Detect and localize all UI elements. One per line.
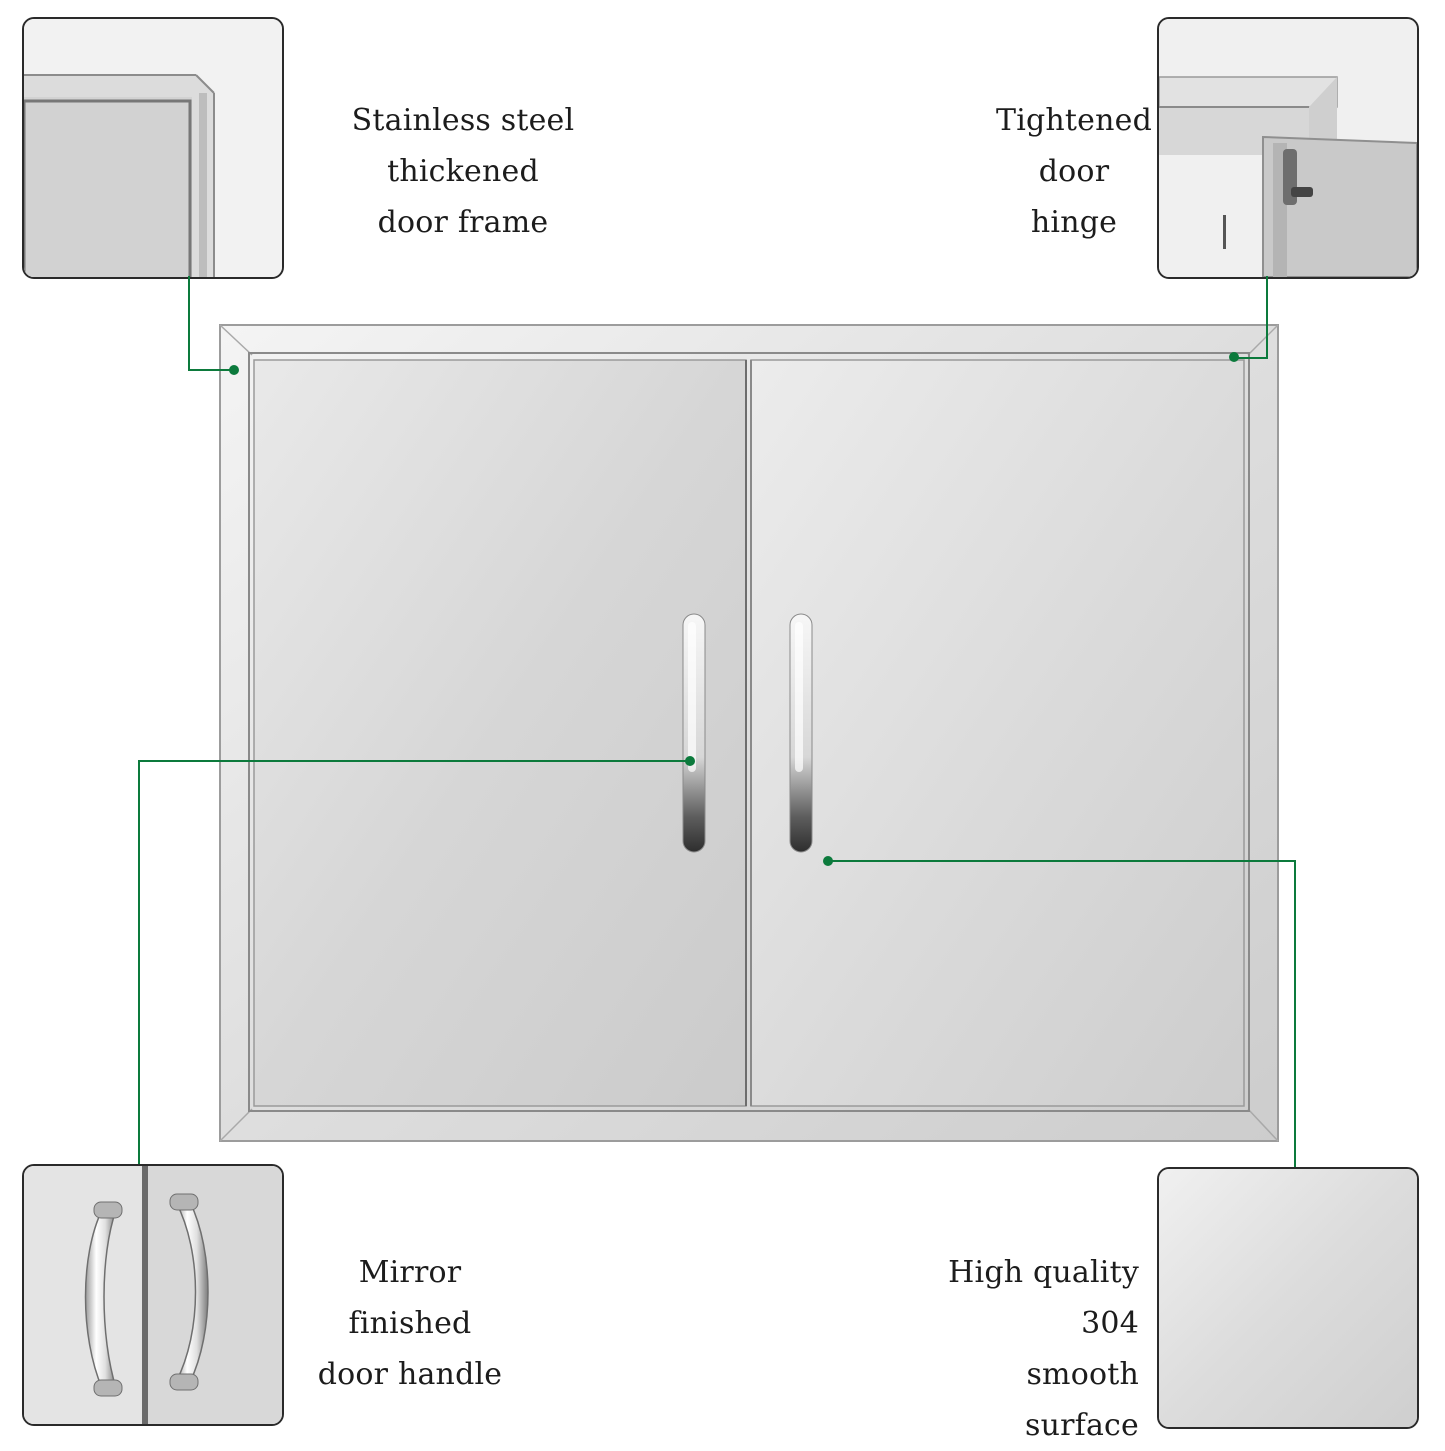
caption-smooth-surface: High quality 304 smooth surface xyxy=(905,1247,1139,1451)
caption-door-handle: Mirror finished door handle xyxy=(300,1247,520,1400)
door-handles-detail-thumbnail xyxy=(22,1164,284,1426)
steel-surface-texture-icon xyxy=(1159,1169,1417,1427)
caption-door-hinge: Tightened door hinge xyxy=(996,95,1152,248)
door-hinge-detail-thumbnail xyxy=(1157,17,1419,279)
caption-door-handle-line1: Mirror finished xyxy=(348,1255,472,1341)
caption-door-frame-line2: door frame xyxy=(377,205,549,240)
caption-door-handle-line2: door handle xyxy=(317,1357,503,1392)
caption-door-frame-line1: Stainless steel thickened xyxy=(351,103,575,189)
caption-smooth-surface-line2: smooth surface xyxy=(1024,1357,1139,1443)
caption-door-frame: Stainless steel thickened door frame xyxy=(298,95,628,248)
left-door-handle xyxy=(682,613,706,853)
caption-smooth-surface-line1: High quality 304 xyxy=(948,1255,1139,1341)
left-door xyxy=(253,359,747,1107)
door-frame-corner-detail-thumbnail xyxy=(22,17,284,279)
right-door xyxy=(750,359,1245,1107)
right-door-handle xyxy=(789,613,813,853)
door-hinge-detail-icon xyxy=(1159,19,1417,277)
door-handles-detail-icon xyxy=(24,1166,282,1424)
caption-door-hinge-line1: Tightened xyxy=(996,103,1153,138)
door-frame-corner-detail-icon xyxy=(24,19,282,277)
caption-door-hinge-line2: door hinge xyxy=(1030,154,1118,240)
steel-surface-texture-thumbnail xyxy=(1157,1167,1419,1429)
